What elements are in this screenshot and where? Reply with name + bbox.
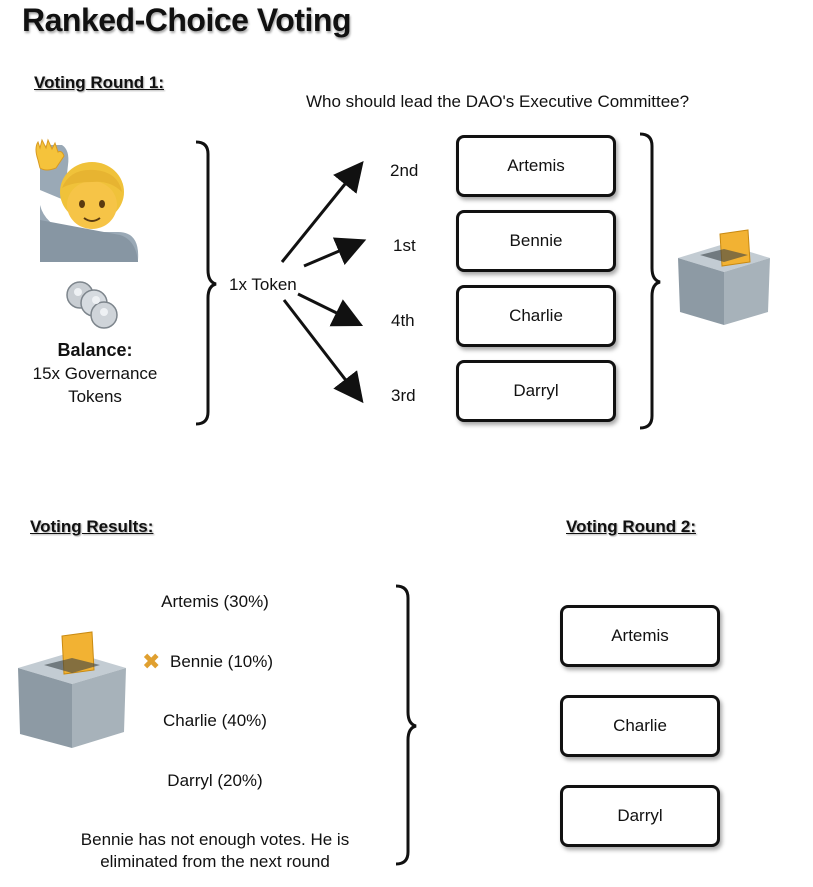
- rank-label: 3rd: [391, 386, 416, 405]
- rank-label: 2nd: [390, 161, 419, 180]
- arrow-4th: [297, 292, 364, 327]
- result-item-eliminated: Bennie (10%): [170, 652, 274, 671]
- cross-mark-icon: ✖: [142, 649, 161, 674]
- balance-label: Balance:: [57, 340, 133, 360]
- candidate-box-artemis: Artemis: [456, 135, 616, 197]
- candidate-box-bennie: Bennie: [456, 210, 616, 272]
- results-heading: Voting Results:: [30, 517, 154, 536]
- results-note-line2: eliminated from the next round: [100, 852, 330, 871]
- round2-candidate-box-artemis: Artemis: [560, 605, 720, 667]
- rank-label: 4th: [391, 311, 415, 330]
- round2-candidate-box-darryl: Darryl: [560, 785, 720, 847]
- arrow-3rd: [282, 299, 364, 404]
- candidate-box-darryl: Darryl: [456, 360, 616, 422]
- round1-heading: Voting Round 1:: [34, 73, 164, 92]
- arrow-2nd: [280, 161, 364, 263]
- balance-line2: Tokens: [68, 387, 122, 406]
- round2-heading: Voting Round 2:: [566, 517, 696, 536]
- result-item: Charlie (40%): [163, 711, 267, 730]
- results-note-line1: Bennie has not enough votes. He is: [80, 830, 350, 849]
- result-item: Darryl (20%): [167, 771, 263, 790]
- round1-question: Who should lead the DAO's Executive Comm…: [306, 92, 690, 111]
- balance-line1: 15x Governance: [32, 364, 158, 383]
- token-label: 1x Token: [229, 275, 297, 294]
- candidate-box-charlie: Charlie: [456, 285, 616, 347]
- result-item: Artemis (30%): [161, 592, 269, 611]
- page-title: Ranked-Choice Voting: [22, 2, 351, 38]
- rank-label: 1st: [393, 236, 416, 255]
- round2-candidate-box-charlie: Charlie: [560, 695, 720, 757]
- arrow-1st: [303, 237, 367, 268]
